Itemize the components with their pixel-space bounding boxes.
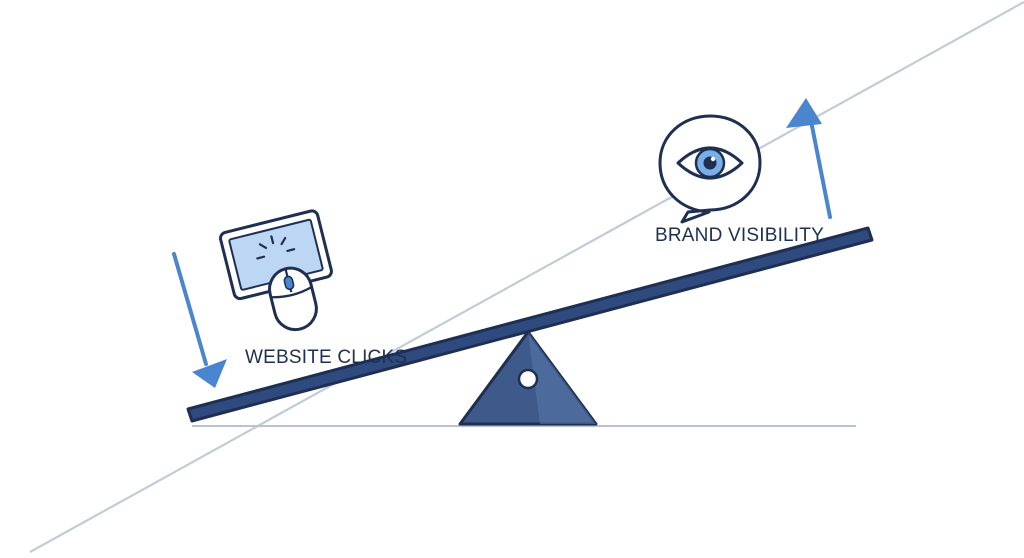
arrow-down-icon [172,252,227,388]
website-clicks-label: WEBSITE CLICKS [245,347,407,368]
pivot-circle [517,368,539,390]
computer-mouse-click-icon [219,209,333,332]
arrow-up-icon [786,98,832,219]
brand-visibility-label: BRAND VISIBILITY [655,225,824,246]
eye-speech-bubble-icon [658,114,762,224]
diagonal-trend-line [29,1,1024,553]
fulcrum [458,330,598,426]
seesaw-plank [186,226,874,423]
